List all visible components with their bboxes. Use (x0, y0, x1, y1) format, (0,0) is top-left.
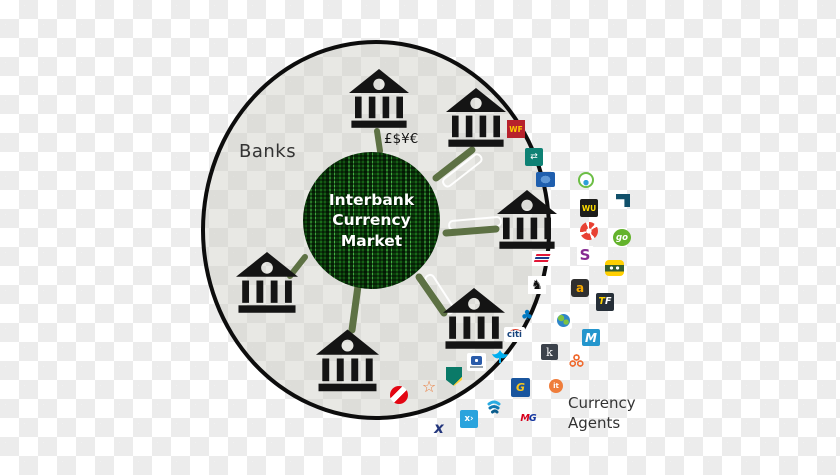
banks-label: Banks (239, 141, 297, 162)
xe-logo: x (434, 420, 444, 436)
anz-logo-icon: ♣ (520, 308, 534, 324)
moneycorp-logo: M (582, 329, 600, 346)
green-ring-logo (578, 172, 594, 188)
azimo-logo: a (571, 279, 589, 297)
bank-icon-bottom-center (316, 328, 379, 394)
western-union-logo: WU (580, 199, 598, 217)
it-badge-logo: it (549, 379, 563, 393)
barclays-eagle-icon (491, 348, 509, 366)
skrill-logo: S (577, 246, 593, 265)
ninja-face-logo (605, 260, 624, 276)
bank-of-america-logo (532, 251, 552, 266)
card-chip-icon (471, 355, 482, 365)
ria-pinwheel-logo (580, 222, 598, 240)
currency-symbols-label: £$¥€ (384, 131, 419, 147)
bank-icon-right (496, 190, 558, 250)
globe-icon (556, 314, 570, 327)
travelex-logo (390, 386, 408, 404)
globe-logo (554, 312, 572, 329)
navy-corner-logo (616, 194, 630, 207)
lloyds-horse-icon: ♞ (528, 276, 546, 294)
kantox-logo: k (541, 344, 558, 360)
interbank-market-label: Interbank Currency Market (328, 191, 415, 250)
currency-exchange-icon: ⇄ (525, 148, 543, 166)
teal-bird-logo (486, 399, 502, 416)
bank-icon-bottom-right (443, 288, 505, 350)
flag-icon (533, 254, 551, 263)
orange-star-icon: ☆ (421, 378, 437, 396)
teal-shield-bank-logo (446, 367, 462, 386)
blue-bank-badge-logo (536, 172, 555, 187)
blue-card-bank-logo (467, 353, 486, 371)
interbank-market-circle: Interbank Currency Market (303, 152, 440, 289)
blue-g-swirl-logo: G (511, 378, 530, 397)
bank-icon-top (349, 68, 409, 130)
card-text-line (470, 366, 483, 369)
xendpay-logo: x› (460, 410, 478, 428)
wells-fargo-logo: WF (507, 120, 525, 138)
bank-icon-left (236, 252, 298, 314)
transfergo-logo: go (613, 229, 631, 246)
currency-agents-label: Currency Agents (568, 394, 636, 433)
bank-icon-top-right (446, 88, 506, 148)
shamrock-outline-icon (569, 354, 584, 368)
citi-logo: citi (504, 327, 525, 342)
